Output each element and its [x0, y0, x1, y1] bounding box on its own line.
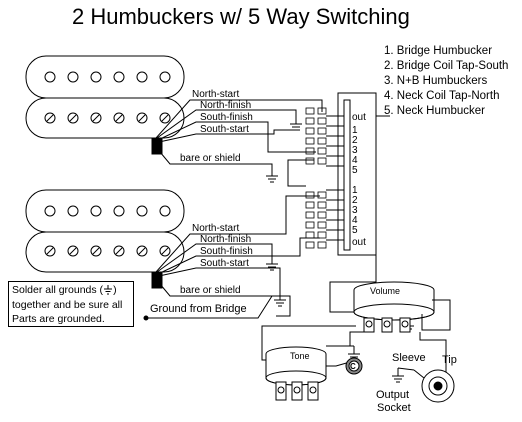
legend-item: 2. Bridge Coil Tap-South — [384, 60, 509, 72]
switch-pos-2-top: 2 — [352, 135, 358, 146]
switch-pos-2-bottom: 2 — [352, 195, 358, 206]
tone-label: Tone — [290, 351, 310, 361]
switch-pos-5-bottom: 5 — [352, 225, 358, 236]
tip-label: Tip — [442, 354, 457, 366]
bridge-south-start-label: South-start — [200, 124, 249, 135]
switch-pos-1-top: 1 — [352, 125, 358, 136]
switch-out-top: out — [352, 112, 366, 123]
note-line2: together and be sure all — [12, 298, 123, 311]
tone-volume-link — [349, 331, 364, 346]
bridge-pole-screws — [44, 112, 171, 124]
switch-lugs-left — [305, 107, 327, 249]
sleeve-label: Sleeve — [392, 352, 426, 364]
switch-pos-4-bottom: 4 — [352, 215, 358, 226]
neck-pole-pieces-top — [44, 205, 171, 217]
bridge-north-finish-label: North-finish — [200, 100, 251, 111]
ground-from-bridge-wire — [146, 295, 273, 319]
neck-humbucker — [25, 189, 185, 273]
legend-item: 4. Neck Coil Tap-North — [384, 90, 500, 102]
volume-label: Volume — [370, 286, 400, 296]
bridge-pole-pieces-top — [44, 71, 171, 83]
tone-capacitor — [345, 357, 363, 375]
output-socket — [397, 332, 455, 403]
output-label-line1: Output — [376, 389, 409, 401]
ground-from-bridge-label: Ground from Bridge — [150, 303, 247, 315]
switch-pos-1-bottom: 1 — [352, 185, 358, 196]
neck-south-finish-label: South-finish — [200, 246, 253, 257]
ground-icon — [103, 285, 113, 295]
bridge-north-start-label: North-start — [192, 89, 239, 100]
volume-pot-lugs — [363, 317, 411, 333]
note-line1-end: ) — [113, 284, 117, 296]
bridge-pickup-leads — [151, 99, 323, 172]
switch-out-bottom: out — [352, 237, 366, 248]
neck-bare-shield-label: bare or shield — [180, 285, 241, 296]
legend-item: 5. Neck Humbucker — [384, 105, 485, 117]
neck-north-start-label: North-start — [192, 223, 239, 234]
neck-south-start-label: South-start — [200, 258, 249, 269]
switch-pos-3-top: 3 — [352, 145, 358, 156]
capacitor-label: C — [350, 362, 356, 371]
legend-item: 3. N+B Humbuckers — [384, 75, 488, 87]
switch-pos-3-bottom: 3 — [352, 205, 358, 216]
output-label-line2: Socket — [377, 402, 411, 414]
bridge-humbucker — [25, 55, 185, 139]
tone-pot-lugs — [275, 381, 319, 401]
volume-pot — [353, 281, 451, 333]
note-line3: Parts are grounded. — [12, 313, 105, 325]
five-way-switch — [287, 92, 390, 313]
switch-pos-5-top: 5 — [352, 165, 358, 176]
switch-lug-tabs — [326, 115, 344, 241]
legend-item: 1. Bridge Humbucker — [384, 45, 493, 57]
neck-north-finish-label: North-finish — [200, 234, 251, 245]
switch-pos-4-top: 4 — [352, 155, 358, 166]
note-line1: Solder all grounds ( — [12, 284, 104, 296]
diagram-title: 2 Humbuckers w/ 5 Way Switching — [72, 4, 410, 29]
bridge-south-finish-label: South-finish — [200, 112, 253, 123]
bridge-bare-shield-label: bare or shield — [180, 153, 241, 164]
grounding-note: Solder all grounds () together and be su… — [8, 281, 134, 327]
tone-pot — [261, 325, 356, 401]
switch-position-legend: 1. Bridge Humbucker 2. Bridge Coil Tap-S… — [384, 44, 508, 119]
neck-pole-screws — [44, 245, 171, 257]
